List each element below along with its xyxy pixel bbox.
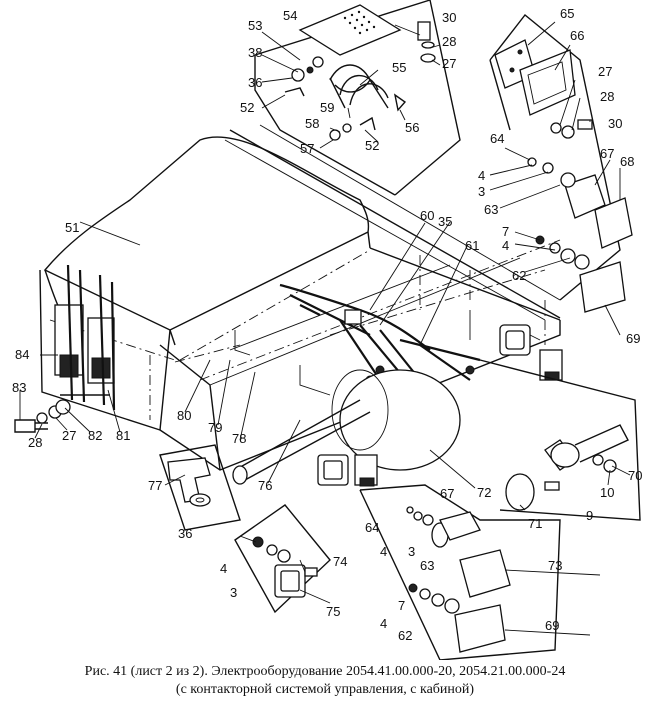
callout-label: 80 (177, 408, 191, 423)
fitting-77-group (159, 444, 241, 531)
figure-caption-line-1: Рис. 41 (лист 2 из 2). Электрооборудован… (84, 664, 566, 679)
callout-label: 4 (380, 544, 387, 559)
callout-label: 63 (484, 202, 498, 217)
callout-label: 4 (220, 561, 227, 576)
callout-label: 64 (490, 131, 504, 146)
callout-label: 81 (116, 428, 130, 443)
callout-leaders (19, 21, 631, 636)
callout-label: 4 (502, 238, 509, 253)
callout-label: 7 (398, 598, 405, 613)
callout-label: 36 (178, 526, 192, 541)
callout-label: 30 (442, 10, 456, 25)
callout-label: 28 (442, 34, 456, 49)
callout-label: 30 (608, 116, 622, 131)
callout-label: 3 (478, 184, 485, 199)
callout-label: 51 (65, 220, 79, 235)
callout-label: 54 (283, 8, 297, 23)
callout-label: 61 (465, 238, 479, 253)
callout-label: 72 (477, 485, 491, 500)
callout-label: 65 (560, 6, 574, 21)
exploded-assembly-diagram: 53 54 30 38 28 36 27 55 52 59 58 56 57 5… (12, 0, 642, 660)
callout-label: 68 (620, 154, 634, 169)
callout-label: 67 (440, 486, 454, 501)
callout-label: 27 (598, 64, 612, 79)
callout-label: 70 (628, 468, 642, 483)
callout-label: 69 (626, 331, 640, 346)
callout-label: 56 (405, 120, 419, 135)
callout-label: 52 (240, 100, 254, 115)
callout-label: 62 (512, 268, 526, 283)
callout-label: 82 (88, 428, 102, 443)
callout-label: 83 (12, 380, 26, 395)
lower-left-group (234, 504, 331, 614)
callout-label: 28 (600, 89, 614, 104)
callout-label: 60 (420, 208, 434, 223)
callout-label: 10 (600, 485, 614, 500)
side-bracket-assembly (54, 264, 116, 411)
callout-label: 79 (208, 420, 222, 435)
callout-label: 74 (333, 554, 347, 569)
callout-label: 69 (545, 618, 559, 633)
top-detail-group (254, 0, 461, 196)
callout-label: 28 (28, 435, 42, 450)
callout-label: 75 (326, 604, 340, 619)
callout-label: 73 (548, 558, 562, 573)
callout-label: 59 (320, 100, 334, 115)
callout-label: 3 (408, 544, 415, 559)
callout-label: 38 (248, 45, 262, 60)
callout-label: 71 (528, 516, 542, 531)
cylinder-part (232, 369, 461, 487)
callout-label: 3 (230, 585, 237, 600)
callout-label: 36 (248, 75, 262, 90)
callout-label: 4 (380, 616, 387, 631)
callout-label: 84 (15, 347, 29, 362)
callout-label: 27 (442, 56, 456, 71)
callout-labels: 53 54 30 38 28 36 27 55 52 59 58 56 57 5… (12, 6, 642, 643)
callout-label: 55 (392, 60, 406, 75)
callout-label: 77 (148, 478, 162, 493)
callout-label: 63 (420, 558, 434, 573)
callout-label: 78 (232, 431, 246, 446)
right-top-group (489, 14, 633, 313)
callout-label: 62 (398, 628, 412, 643)
callout-label: 27 (62, 428, 76, 443)
callout-label: 67 (600, 146, 614, 161)
callout-label: 9 (586, 508, 593, 523)
callout-label: 52 (365, 138, 379, 153)
bolt-83-set (14, 399, 71, 433)
callout-label: 66 (570, 28, 584, 43)
lower-right-group (359, 484, 561, 660)
callout-label: 64 (365, 520, 379, 535)
callout-label: 76 (258, 478, 272, 493)
figure-caption-line-2: (с контакторной системой управления, с к… (175, 682, 475, 697)
callout-label: 35 (438, 214, 452, 229)
callout-label: 4 (478, 168, 485, 183)
callout-label: 57 (300, 141, 314, 156)
callout-label: 7 (502, 224, 509, 239)
callout-label: 53 (248, 18, 262, 33)
right-mid-group (479, 359, 641, 521)
callout-label: 58 (305, 116, 319, 131)
